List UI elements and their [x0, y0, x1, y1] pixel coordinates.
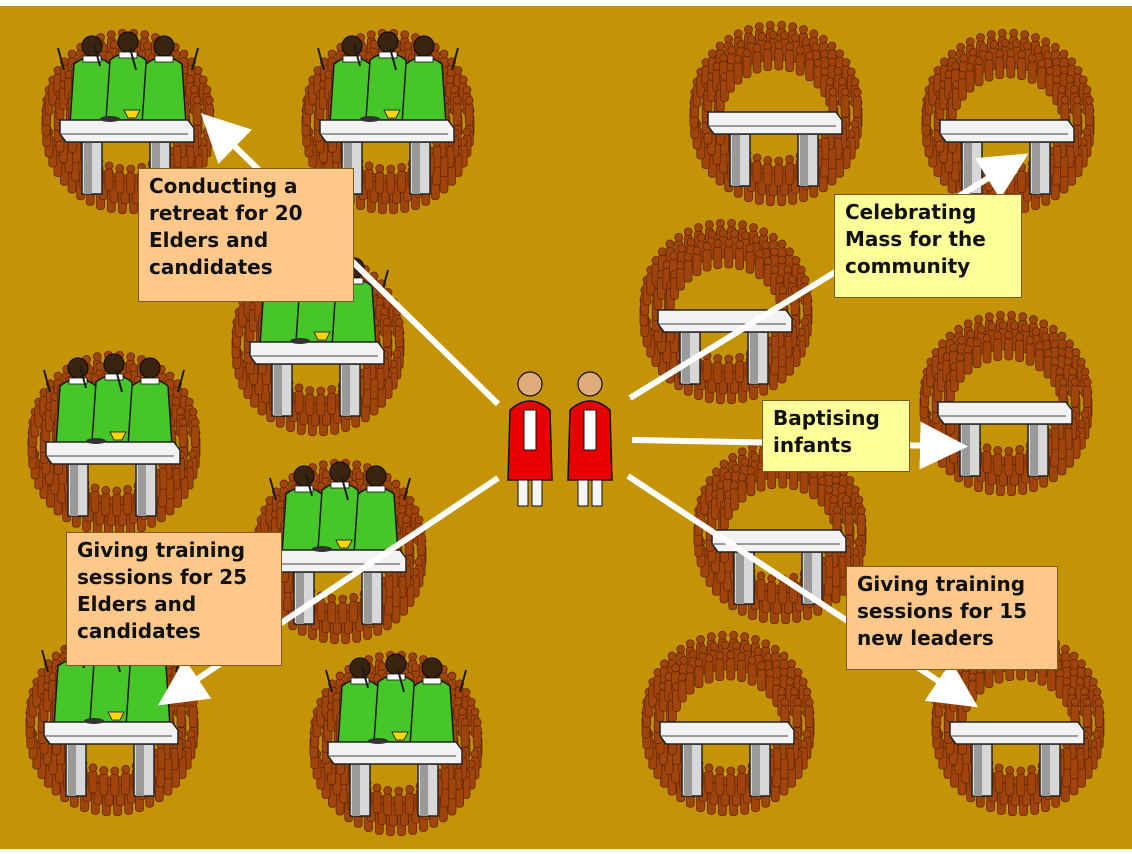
elders-group [309, 650, 483, 837]
community-groups [25, 20, 1105, 837]
label-training-leaders: Giving training sessions for 15 new lead… [846, 566, 1058, 670]
label-baptising: Baptising infants [762, 400, 910, 472]
label-mass: Celebrating Mass for the community [834, 194, 1022, 298]
label-training-elders: Giving training sessions for 25 Elders a… [66, 532, 282, 666]
elders-group [27, 350, 201, 537]
community-group [689, 20, 863, 207]
elders-group [231, 250, 405, 437]
community-group [921, 28, 1095, 215]
community-group [639, 218, 813, 405]
elders-group [301, 28, 475, 215]
priest-figure [567, 371, 613, 507]
title-strip [0, 0, 1132, 6]
elders-group [25, 630, 199, 817]
elders-group [41, 28, 215, 215]
label-retreat: Conducting a retreat for 20 Elders and c… [138, 168, 354, 302]
elders-group [253, 458, 427, 645]
priests [507, 371, 613, 507]
priest-figure [507, 371, 553, 507]
community-group [641, 630, 815, 817]
